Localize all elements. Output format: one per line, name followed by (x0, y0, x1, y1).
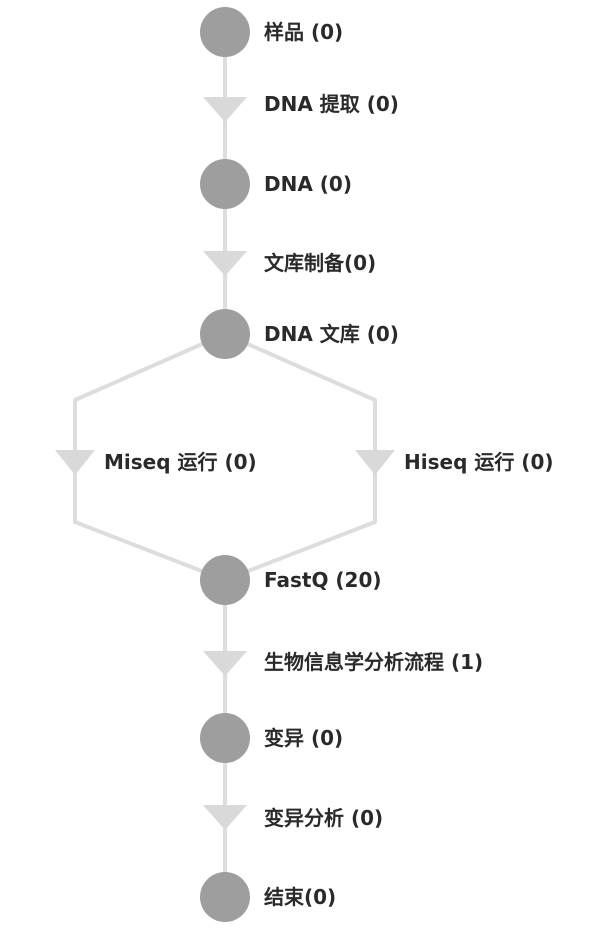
miseq-run-label[interactable]: Miseq 运行 (0) (104, 450, 257, 474)
hiseq-run-label[interactable]: Hiseq 运行 (0) (404, 450, 554, 474)
library-prep-label[interactable]: 文库制备(0) (264, 251, 376, 275)
node-dna-label[interactable]: DNA (0) (264, 172, 352, 196)
bioinformatics-label[interactable]: 生物信息学分析流程 (1) (264, 650, 483, 674)
nodes (200, 7, 250, 922)
node-dna[interactable] (200, 159, 250, 209)
node-library[interactable] (200, 309, 250, 359)
step-arrows (55, 97, 395, 830)
labels: 样品 (0) DNA 提取 (0) DNA (0) 文库制备(0) DNA 文库… (104, 20, 554, 909)
node-sample-label[interactable]: 样品 (0) (264, 20, 343, 44)
bioinformatics-arrow-icon[interactable] (203, 651, 247, 676)
variant-analysis-label[interactable]: 变异分析 (0) (264, 806, 383, 830)
miseq-run-arrow-icon[interactable] (55, 450, 95, 475)
node-end[interactable] (200, 872, 250, 922)
variant-analysis-arrow-icon[interactable] (203, 805, 247, 830)
node-fastq-label[interactable]: FastQ (20) (264, 568, 382, 592)
dna-extraction-arrow-icon[interactable] (203, 97, 247, 122)
dna-extraction-label[interactable]: DNA 提取 (0) (264, 92, 399, 116)
node-library-label[interactable]: DNA 文库 (0) (264, 322, 399, 346)
node-variant-label[interactable]: 变异 (0) (264, 726, 343, 750)
hiseq-run-arrow-icon[interactable] (355, 450, 395, 475)
node-fastq[interactable] (200, 555, 250, 605)
library-prep-arrow-icon[interactable] (203, 251, 247, 276)
node-end-label[interactable]: 结束(0) (264, 885, 336, 909)
node-variant[interactable] (200, 713, 250, 763)
node-sample[interactable] (200, 7, 250, 57)
